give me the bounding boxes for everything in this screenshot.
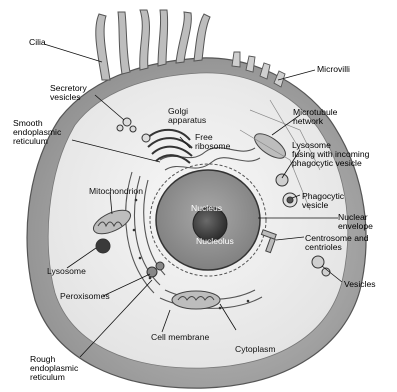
label-mitochondrion: Mitochondrion [89, 187, 143, 196]
label-nuclear-envelope: Nuclear envelope [338, 213, 373, 231]
label-microvilli: Microvilli [317, 65, 350, 74]
label-golgi-apparatus: Golgi apparatus [168, 107, 206, 125]
label-centrosome: Centrosome and centrioles [305, 234, 369, 252]
label-phagocytic-vesicle: Phagocytic vesicle [302, 192, 344, 210]
label-secretory-vesicles: Secretory vesicles [50, 84, 87, 102]
label-cilia: Cilia [29, 38, 46, 47]
label-rough-er: Rough endoplasmic reticulum [30, 355, 78, 382]
label-nucleolus: Nucleolus [196, 237, 234, 246]
label-microtubule-network: Microtubule network [293, 108, 337, 126]
label-cell-membrane: Cell membrane [151, 333, 209, 342]
label-nucleus: Nucleus [191, 204, 222, 213]
label-cytoplasm: Cytoplasm [235, 345, 276, 354]
label-lysosome: Lysosome [47, 267, 86, 276]
label-lysosome-fusing: Lysosome fusing with incoming phagocytic… [292, 141, 369, 168]
label-smooth-er: Smooth endoplasmic reticulum [13, 119, 61, 146]
label-free-ribosome: Free ribosome [195, 133, 230, 151]
label-vesicles: Vesicles [344, 280, 376, 289]
label-peroxisomes: Peroxisomes [60, 292, 110, 301]
